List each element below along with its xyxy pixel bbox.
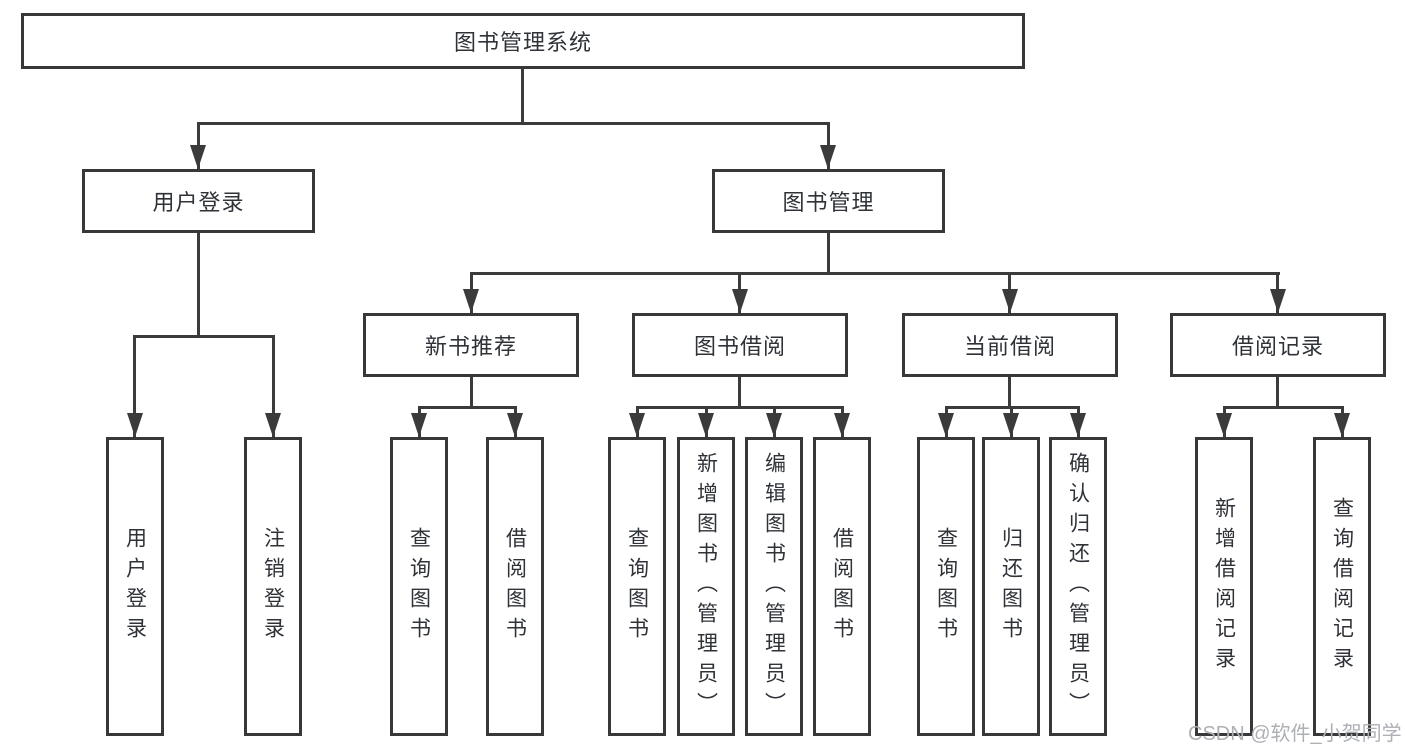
csdn-watermark: CSDN @软件_小贺同学 (1188, 723, 1402, 745)
arrow-down-icon (1270, 289, 1286, 313)
node-label: 注销登录 (261, 526, 285, 647)
node-borrowing-records: 借阅记录 (1170, 313, 1386, 377)
node-user-login: 用户登录 (82, 169, 315, 233)
leaf-query-borrow-record: 查询借阅记录 (1313, 437, 1371, 736)
leaf-edit-book-admin: 编辑图书（管理员） (745, 437, 803, 736)
node-label: 图书管理系统 (453, 30, 592, 55)
connector-book-borrowing-stem (738, 377, 741, 406)
leaf-borrow-books-borrowing: 借阅图书 (813, 437, 871, 736)
arrow-down-icon (698, 413, 714, 437)
node-new-book-recommendation: 新书推荐 (363, 313, 579, 377)
arrow-down-icon (732, 289, 748, 313)
arrow-down-icon (190, 145, 206, 169)
arrow-down-icon (463, 289, 479, 313)
arrow-down-icon (834, 413, 850, 437)
node-book-borrowing: 图书借阅 (632, 313, 848, 377)
node-label: 确认归还（管理员） (1066, 451, 1090, 722)
leaf-return-books: 归还图书 (982, 437, 1040, 736)
leaf-confirm-return-admin: 确认归还（管理员） (1049, 437, 1107, 736)
node-label: 借阅图书 (503, 526, 527, 647)
node-label: 编辑图书（管理员） (762, 451, 786, 722)
arrow-down-icon (1002, 289, 1018, 313)
node-label: 新增借阅记录 (1212, 496, 1236, 677)
connector-book-management-stem (827, 233, 830, 272)
node-label: 查询图书 (625, 526, 649, 647)
node-label: 查询图书 (934, 526, 958, 647)
node-label: 查询借阅记录 (1330, 496, 1354, 677)
leaf-query-books-borrowing: 查询图书 (608, 437, 666, 736)
node-label: 借阅记录 (1231, 334, 1324, 359)
node-label: 图书借阅 (693, 334, 786, 359)
node-label: 当前借阅 (963, 334, 1056, 359)
arrow-down-icon (127, 413, 143, 437)
connector-drop-leaf-logout (272, 335, 275, 437)
connector-new-book-split (418, 406, 517, 409)
leaf-query-books-recommend: 查询图书 (390, 437, 448, 736)
leaf-query-books-current: 查询图书 (917, 437, 975, 736)
node-label: 归还图书 (999, 526, 1023, 647)
node-label: 新增图书（管理员） (694, 451, 718, 722)
arrow-down-icon (1216, 413, 1232, 437)
connector-borrowing-records-split (1223, 406, 1344, 409)
connector-book-management-split (470, 272, 1280, 275)
node-current-borrowing: 当前借阅 (902, 313, 1118, 377)
arrow-down-icon (507, 413, 523, 437)
node-book-management: 图书管理 (712, 169, 945, 233)
connector-book-borrowing-split (636, 406, 844, 409)
connector-borrowing-records-stem (1276, 377, 1279, 406)
arrow-down-icon (1003, 413, 1019, 437)
arrow-down-icon (766, 413, 782, 437)
node-label: 用户登录 (123, 526, 147, 647)
connector-user-login-stem (197, 233, 200, 335)
arrow-down-icon (411, 413, 427, 437)
connector-drop-leaf-user-login (133, 335, 136, 437)
leaf-add-book-admin: 新增图书（管理员） (677, 437, 735, 736)
connector-new-book-stem (470, 377, 473, 406)
arrow-down-icon (629, 413, 645, 437)
node-label: 图书管理 (782, 190, 875, 215)
connector-current-borrowing-stem (1008, 377, 1011, 406)
leaf-logout: 注销登录 (244, 437, 302, 736)
node-label: 新书推荐 (424, 334, 517, 359)
arrow-down-icon (1070, 413, 1086, 437)
node-label: 查询图书 (407, 526, 431, 647)
node-library-management-system: 图书管理系统 (21, 13, 1025, 69)
arrow-down-icon (265, 413, 281, 437)
leaf-borrow-books-recommend: 借阅图书 (486, 437, 544, 736)
node-label: 用户登录 (152, 190, 245, 215)
arrow-down-icon (1334, 413, 1350, 437)
arrow-down-icon (820, 145, 836, 169)
connector-root-split (197, 122, 830, 125)
leaf-user-login: 用户登录 (106, 437, 164, 736)
node-label: 借阅图书 (830, 526, 854, 647)
connector-root-stem (521, 69, 524, 125)
connector-user-login-split (133, 335, 275, 338)
arrow-down-icon (938, 413, 954, 437)
leaf-add-borrow-record: 新增借阅记录 (1195, 437, 1253, 736)
